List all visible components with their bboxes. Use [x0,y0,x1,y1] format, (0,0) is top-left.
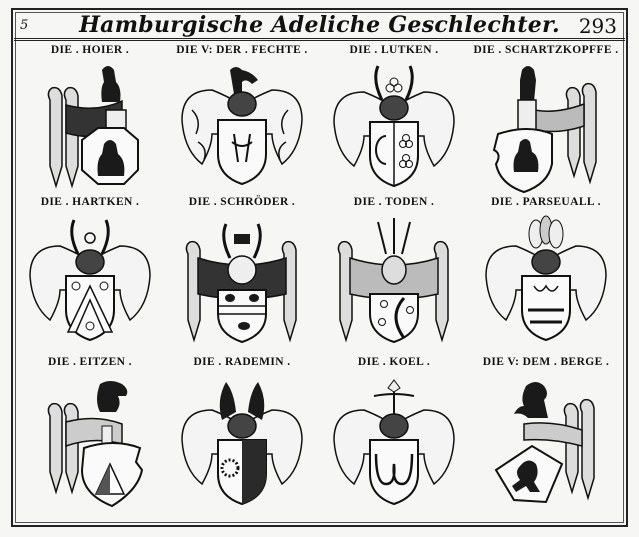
coat-of-arms-arrows-crescent-icon [324,214,464,352]
armorial-entry: DIE . HARTKEN . [14,196,166,362]
coat-of-arms-leaf-crest-knots-icon [324,376,464,514]
armorial-entry: DIE . RADEMIN . [166,356,318,522]
plate-mark: 5 [20,18,29,33]
family-name: DIE V: DER . FECHTE . [176,44,308,56]
coat-of-arms-mantled-figure-octagon-icon [20,60,160,198]
armorial-grid: DIE . HOIER . DIE V: DER . FECHTE . [14,42,625,524]
page-title: Hamburgische Adeliche Geschlechter. [79,12,560,38]
family-name: DIE . EITZEN . [48,356,132,368]
family-name: DIE . RADEMIN . [193,356,291,368]
armorial-entry: DIE . HOIER . [14,42,166,202]
coat-of-arms-mantled-figure-icon [476,60,616,198]
coat-of-arms-plumes-bars-icon [476,214,616,352]
coat-of-arms-horns-barry-icon [172,214,312,352]
armorial-entry: DIE . SCHARTZKOPFFE . [470,42,622,202]
armorial-entry: DIE V: DEM . BERGE . [470,356,622,522]
family-name: DIE . PARSEUALL . [491,196,601,208]
page-border [11,8,628,527]
coat-of-arms-lion-tilted-icon [476,376,616,514]
coat-of-arms-rampant-horse-crest-icon [172,60,312,198]
coat-of-arms-eagle-wings-wreath-icon [172,376,312,514]
armorial-entry: DIE . LUTKEN . [318,42,470,202]
family-name: DIE . SCHRÖDER . [188,196,296,208]
armorial-entry: DIE V: DER . FECHTE . [166,42,318,202]
family-name: DIE . HARTKEN . [40,196,140,208]
family-name: DIE V: DEM . BERGE . [482,356,610,368]
armorial-entry: DIE . KOEL . [318,356,470,522]
armorial-entry: DIE . SCHRÖDER . [166,196,318,362]
family-name: DIE . TODEN . [353,196,435,208]
armorial-entry: DIE . EITZEN . [14,356,166,522]
coat-of-arms-horns-chevron-roses-icon [20,214,160,352]
family-name: DIE . SCHARTZKOPFFE . [473,44,619,56]
family-name: DIE . HOIER . [50,44,130,56]
family-name: DIE . KOEL . [357,356,431,368]
coat-of-arms-horns-trefoils-icon [324,60,464,198]
family-name: DIE . LUTKEN . [349,44,439,56]
page-header: 5 Hamburgische Adeliche Geschlechter. 29… [14,11,625,41]
coat-of-arms-bear-mountains-icon [20,376,160,514]
page-number: 293 [578,14,617,38]
armorial-entry: DIE . TODEN . [318,196,470,362]
armorial-entry: DIE . PARSEUALL . [470,196,622,362]
